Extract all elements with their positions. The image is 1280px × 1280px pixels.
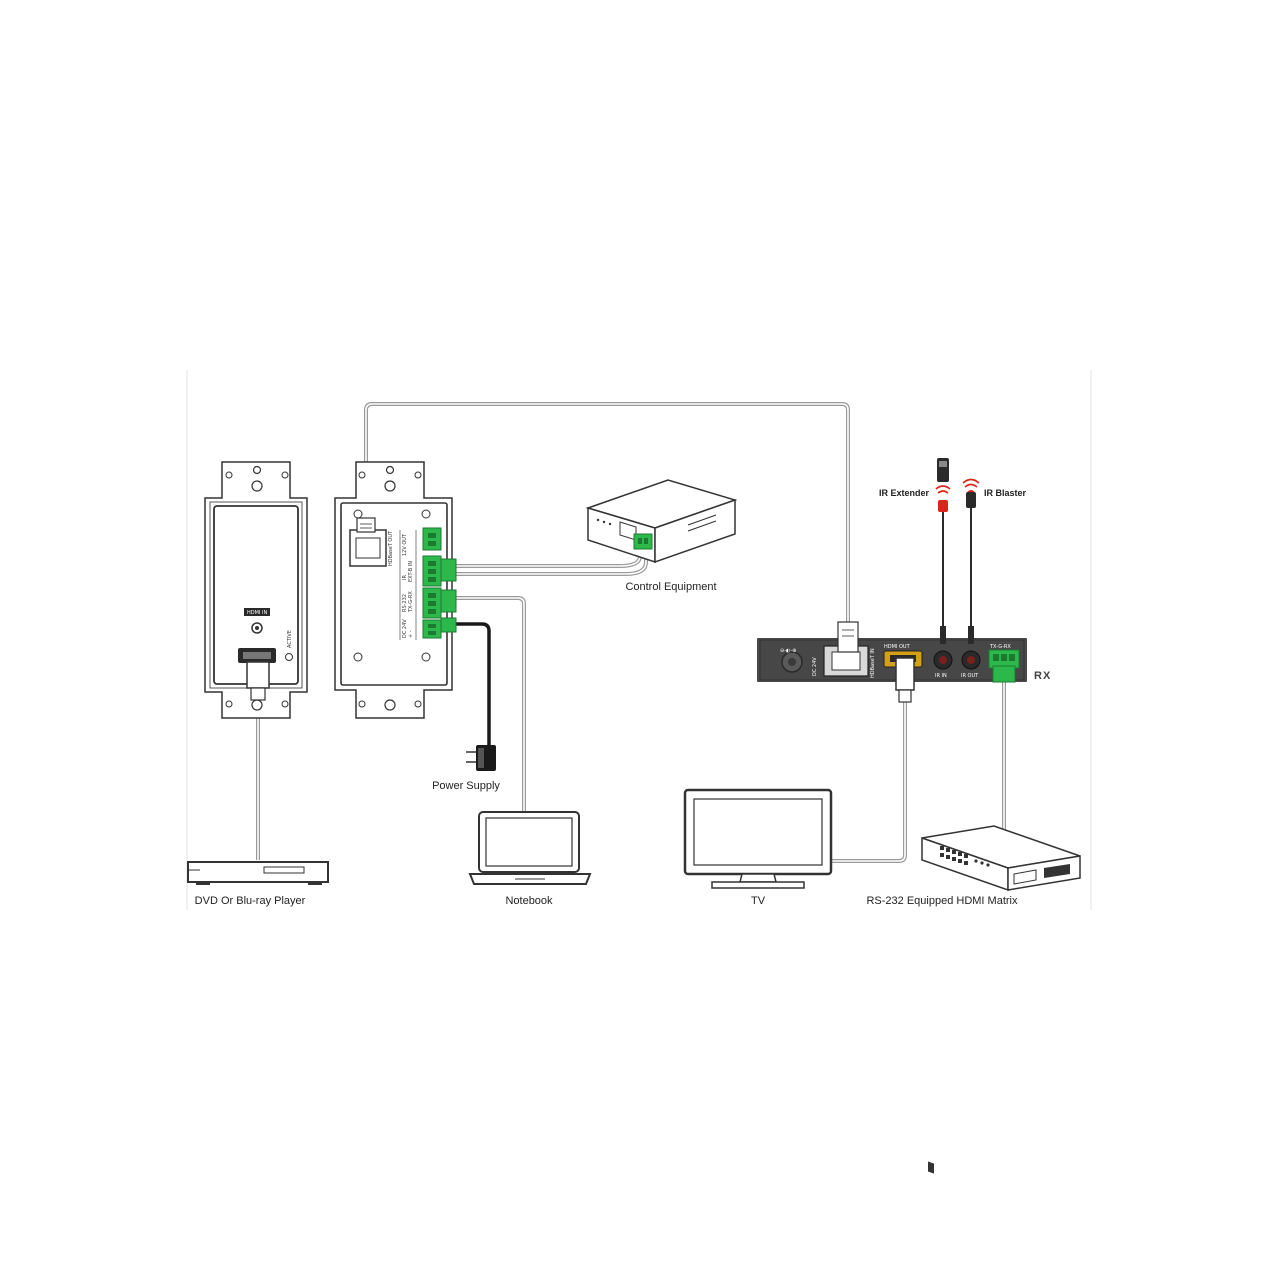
hdmi-matrix-label: RS-232 Equipped HDMI Matrix — [866, 895, 1018, 907]
tx-12v-out-label: 12V OUT — [402, 533, 408, 556]
tv-label: TV — [751, 895, 766, 907]
hdmi-tv-cable — [832, 700, 907, 863]
notebook-label: Notebook — [505, 895, 553, 907]
control-equipment-terminal — [633, 533, 653, 550]
receiver-unit: ⊖-◐-⊕ DC 24V HDBaseT IN HDMI OUT IR IN I… — [757, 621, 1027, 703]
tx-12v-terminal — [422, 527, 442, 551]
ir-extender-label: IR Extender — [879, 488, 930, 498]
ir-extender-device — [935, 458, 951, 512]
rx-ir-out-label: IR OUT — [961, 673, 979, 679]
rx-label: RX — [1034, 670, 1051, 682]
ir-blaster-label: IR Blaster — [984, 488, 1027, 498]
ir-control-cable — [455, 548, 642, 568]
tx-ir-plug — [440, 558, 457, 582]
ir-blaster-emitter — [966, 492, 976, 508]
power-supply-label: Power Supply — [432, 780, 500, 792]
rx-ir-in-label: IR IN — [935, 673, 947, 679]
rx-hdbaset-in-label: HDBaseT IN — [870, 648, 876, 678]
tv-device — [683, 788, 833, 889]
rx-rj45-plug — [837, 621, 859, 653]
tx-rs232-label: RS-232 — [402, 594, 408, 612]
active-label: ACTIVE — [287, 630, 293, 648]
rx-dc24v-label: DC 24V — [812, 657, 818, 676]
tx-ir-label: IR — [402, 575, 408, 580]
rx-rs232-pins-label: TX-G-RX — [989, 644, 1011, 650]
dvd-player-device — [187, 861, 329, 885]
notebook-device — [468, 811, 592, 885]
tx-plus-minus-label: + - — [408, 630, 414, 638]
tx-ir-pins-label: EXT-B IN — [408, 561, 414, 582]
cables — [256, 402, 1006, 863]
tx-dc24v-label: DC 24V — [402, 619, 408, 638]
ir-control-cable-2 — [455, 548, 648, 576]
ir-blaster-device — [962, 478, 980, 508]
active-led — [285, 653, 293, 661]
ir-extender-receiver — [938, 500, 948, 512]
rx-rs232-plug — [992, 665, 1016, 683]
power-cable — [455, 622, 491, 745]
tv-hdmi-plug — [895, 657, 915, 691]
rx-hdmi-out-label: HDMI OUT — [884, 644, 911, 650]
tx-dc-plug — [440, 617, 457, 633]
rx-dc-symbol: ⊖-◐-⊕ — [780, 648, 796, 654]
transmitter-front-plate: HDMI IN ACTIVE — [204, 461, 308, 719]
power-supply-adapter — [466, 745, 496, 771]
control-equipment-device — [585, 479, 738, 564]
control-equipment-label: Control Equipment — [625, 581, 716, 593]
tx-rs232-plug — [440, 589, 457, 613]
tx-dc-terminal — [422, 619, 442, 639]
transmitter-back-unit: HDBaseT OUT 12V OUT IR EXT-B IN RS-232 T… — [334, 461, 457, 719]
dvd-hdmi-plug — [246, 661, 270, 689]
matrix-ports — [940, 846, 990, 867]
dvd-player-label: DVD Or Blu-ray Player — [195, 895, 306, 907]
tx-hdbaset-out-label: HDBaseT OUT — [388, 530, 394, 566]
hdmi-in-label: HDMI IN — [247, 610, 267, 616]
tx-rj45-plug — [356, 517, 376, 533]
hdmi-matrix-device — [921, 825, 1081, 1174]
tx-rs232-pins-label: TX-G-RX — [408, 591, 414, 613]
